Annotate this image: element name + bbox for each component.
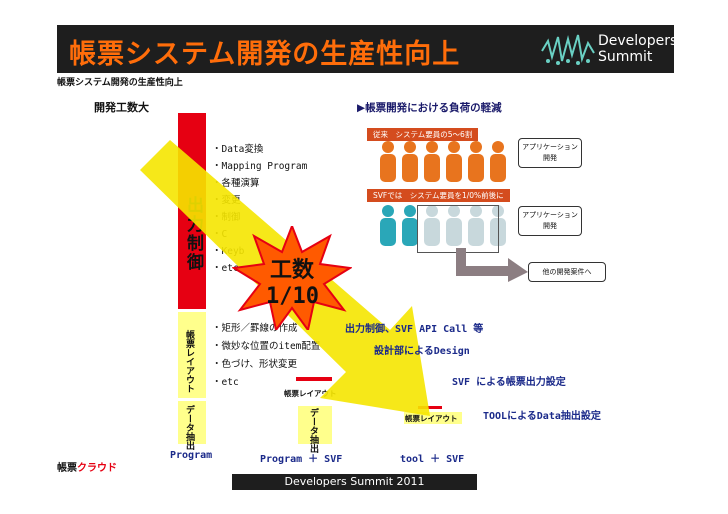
bullet-item: ・色づけ、形状変更 <box>212 359 298 370</box>
layout-block <box>178 312 206 398</box>
bullet-item: ・etc <box>212 377 239 388</box>
tool-setting-note: TOOLによるData抽出設定 <box>483 411 601 422</box>
logo-text-summit: Summit <box>598 49 653 65</box>
ratio-text: 1/10 <box>266 284 319 309</box>
page-title: 帳票システム開発の生産性向上 <box>69 39 461 70</box>
brand-left: 帳票 <box>57 463 77 474</box>
svf-flow-box: SVFでは システム要員を1/0%前後に <box>367 189 510 202</box>
layout-label: 帳票レイアウト <box>184 330 194 393</box>
load-reduction-title: ▶帳票開発における負荷の軽減 <box>357 102 502 114</box>
other-projects-callout: 他の開発案件へ <box>528 262 606 282</box>
bullet-item: ・矩形／罫線の作成 <box>212 323 298 334</box>
people-row-conventional <box>380 141 506 182</box>
effort-text: 工数 <box>270 258 315 283</box>
conventional-flow-box: 従来 システム要員の5～6割 <box>367 128 479 141</box>
app-dev-callout-2: アプリケーション開発 <box>518 206 582 236</box>
effort-large-label: 開発工数大 <box>94 101 149 114</box>
slide-subtitle: 帳票システム開発の生産性向上 <box>57 78 183 88</box>
extract-label: データ抽出 <box>184 405 194 450</box>
layout-label-3: 帳票レイアウト <box>405 414 458 423</box>
layout-block-3 <box>404 412 462 424</box>
logo-text-developers: Developers <box>598 33 678 49</box>
starburst-icon <box>232 226 352 330</box>
extract-label-2: データ抽出 <box>308 408 318 453</box>
cloud-brand: 帳票クラウド <box>57 459 117 474</box>
developers-summit-logo: Developers Summit <box>540 31 677 67</box>
layout-red-line-3 <box>418 406 442 409</box>
layout-bullets: ・矩形／罫線の作成 ・微妙な位置のitem配置 ・色づけ、形状変更 ・etc <box>212 320 320 392</box>
waveform-logo-icon <box>541 34 595 65</box>
bullet-item: ・etc <box>212 263 239 274</box>
extract-block <box>178 401 206 444</box>
layout-label-2: 帳票レイアウト <box>284 389 337 398</box>
app-dev-callout-1: アプリケーション開発 <box>518 138 582 168</box>
program-svf-label: Program ＋ SVF <box>260 454 343 465</box>
tool-svf-label: tool ＋ SVF <box>400 454 465 465</box>
extract-block-2 <box>298 406 332 444</box>
layout-red-line <box>296 377 332 381</box>
output-api-note: 出力制御、SVF API Call 等 <box>345 324 484 335</box>
designer-note: 設計部によるDesign <box>374 346 470 357</box>
bullet-item: ・各種演算 <box>212 178 260 189</box>
footer-bar: Developers Summit 2011 <box>232 474 477 490</box>
bullet-item: ・Data変換 <box>212 144 264 155</box>
program-label: Program <box>170 450 213 461</box>
gray-arrow-icon <box>456 248 528 282</box>
brand-right: クラウド <box>77 463 117 474</box>
svf-setting-note: SVF による帳票出力設定 <box>452 377 566 388</box>
title-bar: 帳票システム開発の生産性向上 Developers Summit <box>57 25 677 73</box>
bullet-item: ・微妙な位置のitem配置 <box>212 341 321 352</box>
bullet-item: ・Mapping Program <box>212 161 308 172</box>
